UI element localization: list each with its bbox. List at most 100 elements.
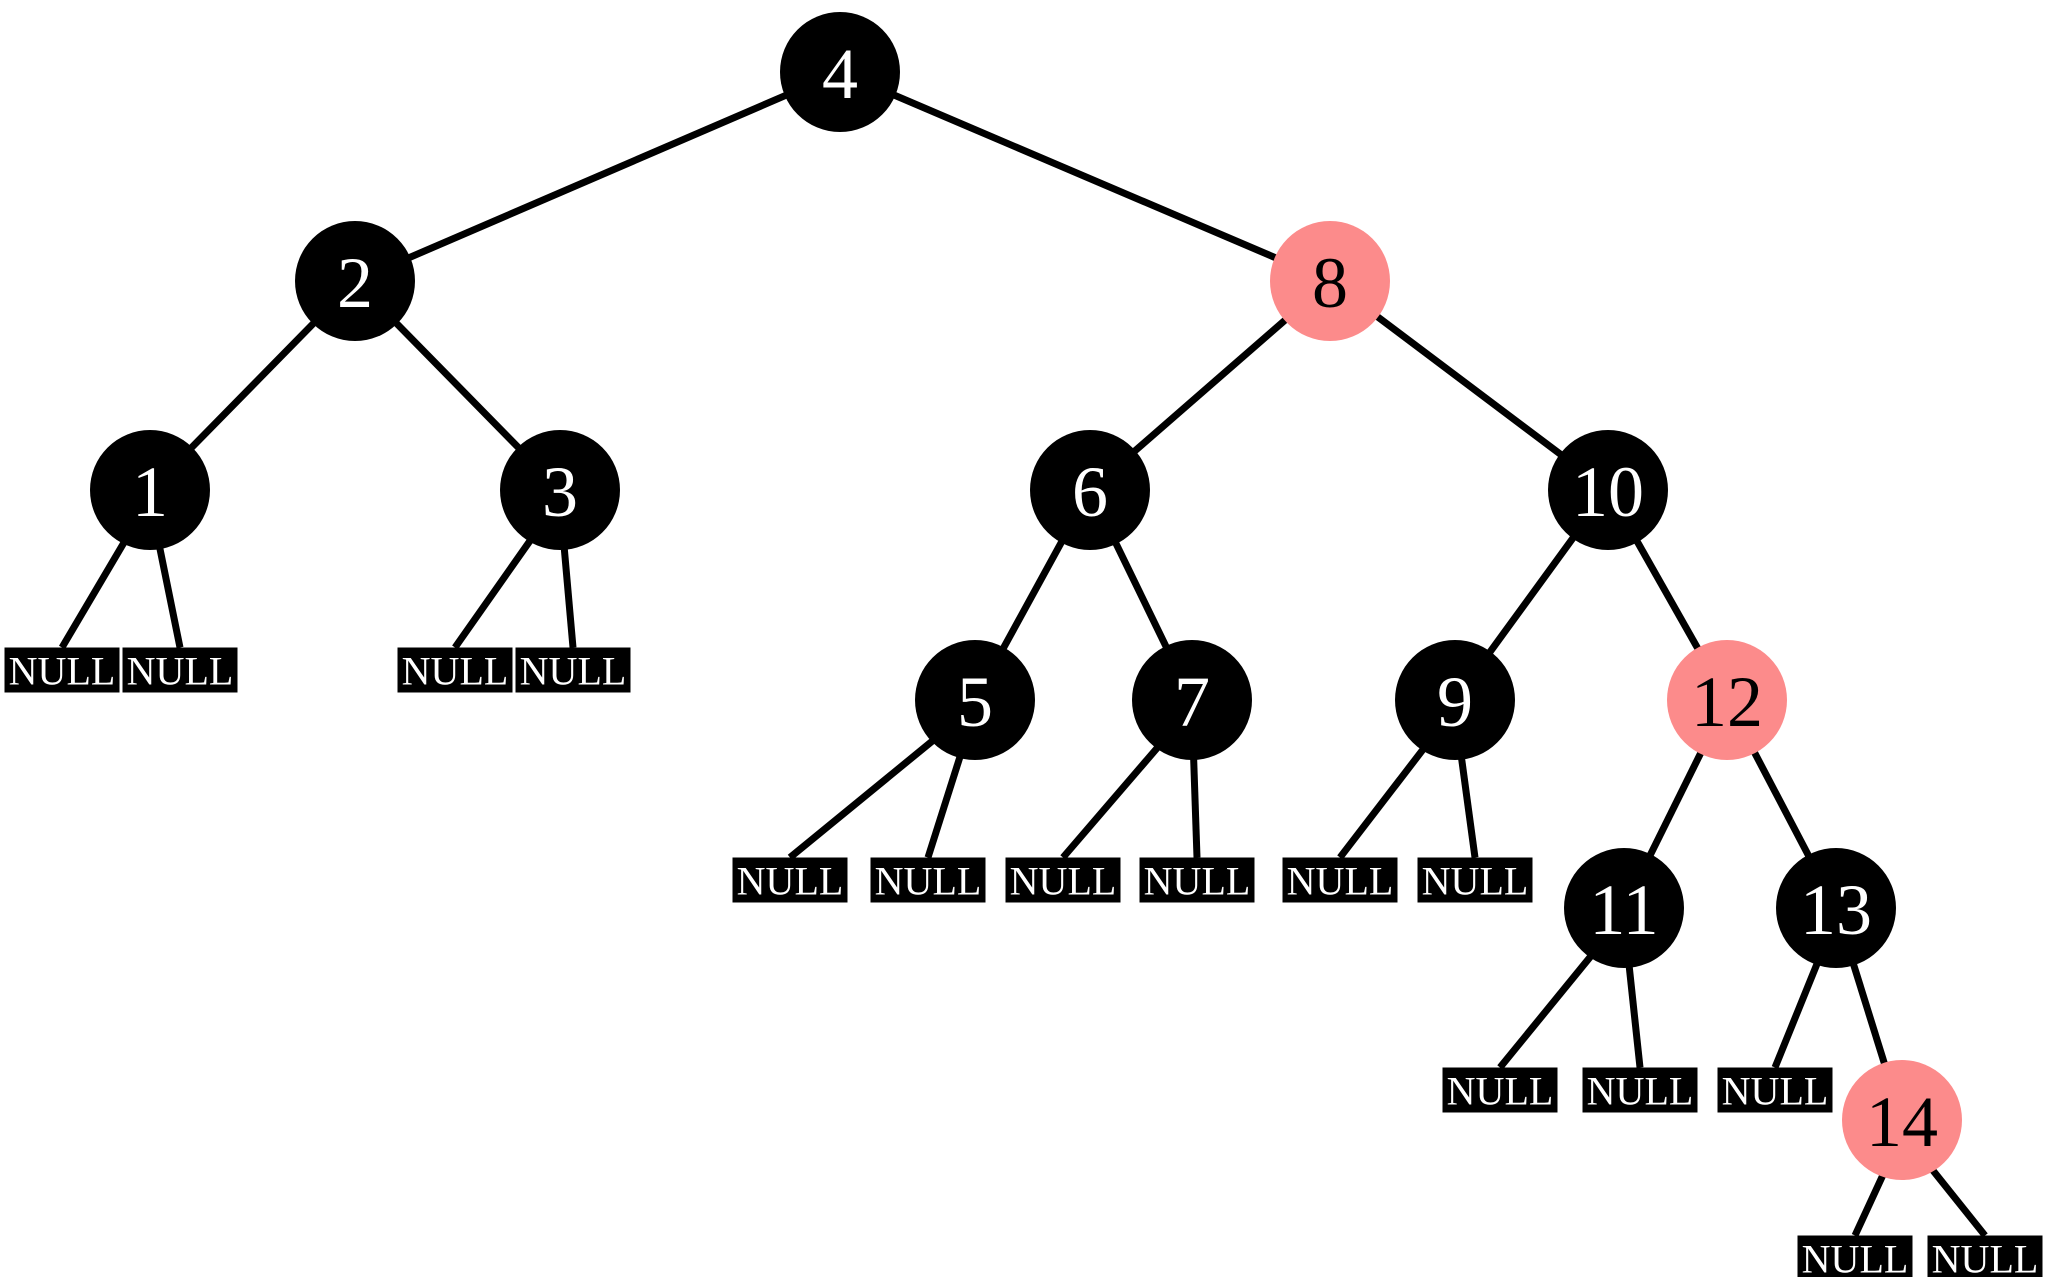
tree-edge [1749,747,1814,861]
node-circle-black[interactable] [780,12,900,132]
nil-leaf: NULL [1582,1067,1698,1114]
nil-leaf: NULL [1282,857,1398,904]
tree-node-9[interactable]: 9 [1395,640,1515,760]
tree-node-1[interactable]: 1 [90,430,210,550]
nil-leaf-box [1005,857,1121,903]
nil-leaf-label: NULL [1932,1237,2039,1277]
tree-edge [787,735,938,861]
nil-leaf-box [515,647,631,693]
tree-edge [1457,754,1479,858]
tree-edge [1625,962,1644,1068]
tree-node-8[interactable]: 8 [1270,221,1390,341]
nil-leaf-box [4,647,120,693]
tree-edge [404,90,791,263]
nil-leaf-box [732,857,848,903]
node-label: 7 [1174,662,1210,742]
nil-leaf-label: NULL [1010,859,1117,904]
tree-edge [1129,314,1291,457]
tree-node-14[interactable]: 14 [1842,1060,1962,1180]
tree-edge [1851,1170,1888,1237]
node-circle-black[interactable] [915,640,1035,760]
tree-edge [998,536,1067,654]
tree-edge [155,543,184,649]
node-label: 10 [1572,452,1644,532]
tree-edge [1497,951,1596,1070]
nil-leaf-box [1442,1067,1558,1113]
node-circle-black[interactable] [1548,430,1668,550]
node-circle-red[interactable] [1667,640,1787,760]
tree-edge [1372,311,1566,460]
nil-leaf-box [122,647,238,693]
node-circle-black[interactable] [1030,430,1150,550]
nil-leaf: NULL [122,647,238,694]
nil-leaf-box [1717,1067,1833,1113]
edges-layer [58,90,1988,1238]
node-circle-black[interactable] [1776,848,1896,968]
nil-leaf: NULL [515,647,631,694]
tree-node-2[interactable]: 2 [295,221,415,341]
nil-leaf-label: NULL [1802,1237,1909,1277]
nil-leaf-label: NULL [1587,1069,1694,1114]
nil-leaf-box [1797,1235,1913,1277]
node-label: 8 [1312,243,1348,323]
tree-node-6[interactable]: 6 [1030,430,1150,550]
nil-leaf-label: NULL [1722,1069,1829,1114]
nil-leaf-label: NULL [1287,859,1394,904]
node-circle-black[interactable] [295,221,415,341]
nil-leaf: NULL [1927,1235,2043,1277]
nil-leaf-box [1927,1235,2043,1277]
node-label: 13 [1800,870,1872,950]
nil-leaf-label: NULL [1422,859,1529,904]
nil-leaf: NULL [4,647,120,694]
node-circle-black[interactable] [1132,640,1252,760]
nil-leaf-label: NULL [1447,1069,1554,1114]
tree-node-5[interactable]: 5 [915,640,1035,760]
tree-edge [1484,532,1579,658]
tree-edge [1645,747,1706,861]
node-label: 6 [1072,452,1108,532]
tree-edge [186,317,319,454]
nil-leaf: NULL [1139,857,1255,904]
tree-node-4[interactable]: 4 [780,12,900,132]
tree-node-12[interactable]: 12 [1667,640,1787,760]
tree-edge [1927,1165,1988,1238]
nil-leaf-box [1582,1067,1698,1113]
tree-edge [1060,742,1163,860]
tree-edge [452,535,536,650]
nil-leaf: NULL [1717,1067,1833,1114]
node-circle-black[interactable] [1564,848,1684,968]
nil-leaf: NULL [1442,1067,1558,1114]
node-label: 14 [1866,1082,1938,1162]
tree-edge [1110,538,1172,652]
nil-leaf-label: NULL [737,859,844,904]
node-circle-black[interactable] [90,430,210,550]
node-label: 11 [1589,870,1658,950]
node-circle-red[interactable] [1270,221,1390,341]
nil-leaf: NULL [1797,1235,1913,1277]
tree-node-10[interactable]: 10 [1548,430,1668,550]
nil-leaf: NULL [732,857,848,904]
node-circle-red[interactable] [1842,1060,1962,1180]
node-label: 3 [542,452,578,532]
tree-edge [1632,536,1703,654]
tree-node-3[interactable]: 3 [500,430,620,550]
nil-leaf-box [870,857,986,903]
nil-leaf-box [1282,857,1398,903]
tree-edge [889,90,1281,263]
tree-node-7[interactable]: 7 [1132,640,1252,760]
node-circle-black[interactable] [1395,640,1515,760]
nil-leaf-label: NULL [875,859,982,904]
tree-edge [560,544,577,648]
tree-node-11[interactable]: 11 [1564,848,1684,968]
tree-edge [1771,959,1822,1069]
tree-edge [924,752,965,859]
node-circle-black[interactable] [500,430,620,550]
nil-leaf-label: NULL [9,649,116,694]
nil-leaf: NULL [1417,857,1533,904]
nil-leaf-box [1417,857,1533,903]
tree-node-13[interactable]: 13 [1776,848,1896,968]
